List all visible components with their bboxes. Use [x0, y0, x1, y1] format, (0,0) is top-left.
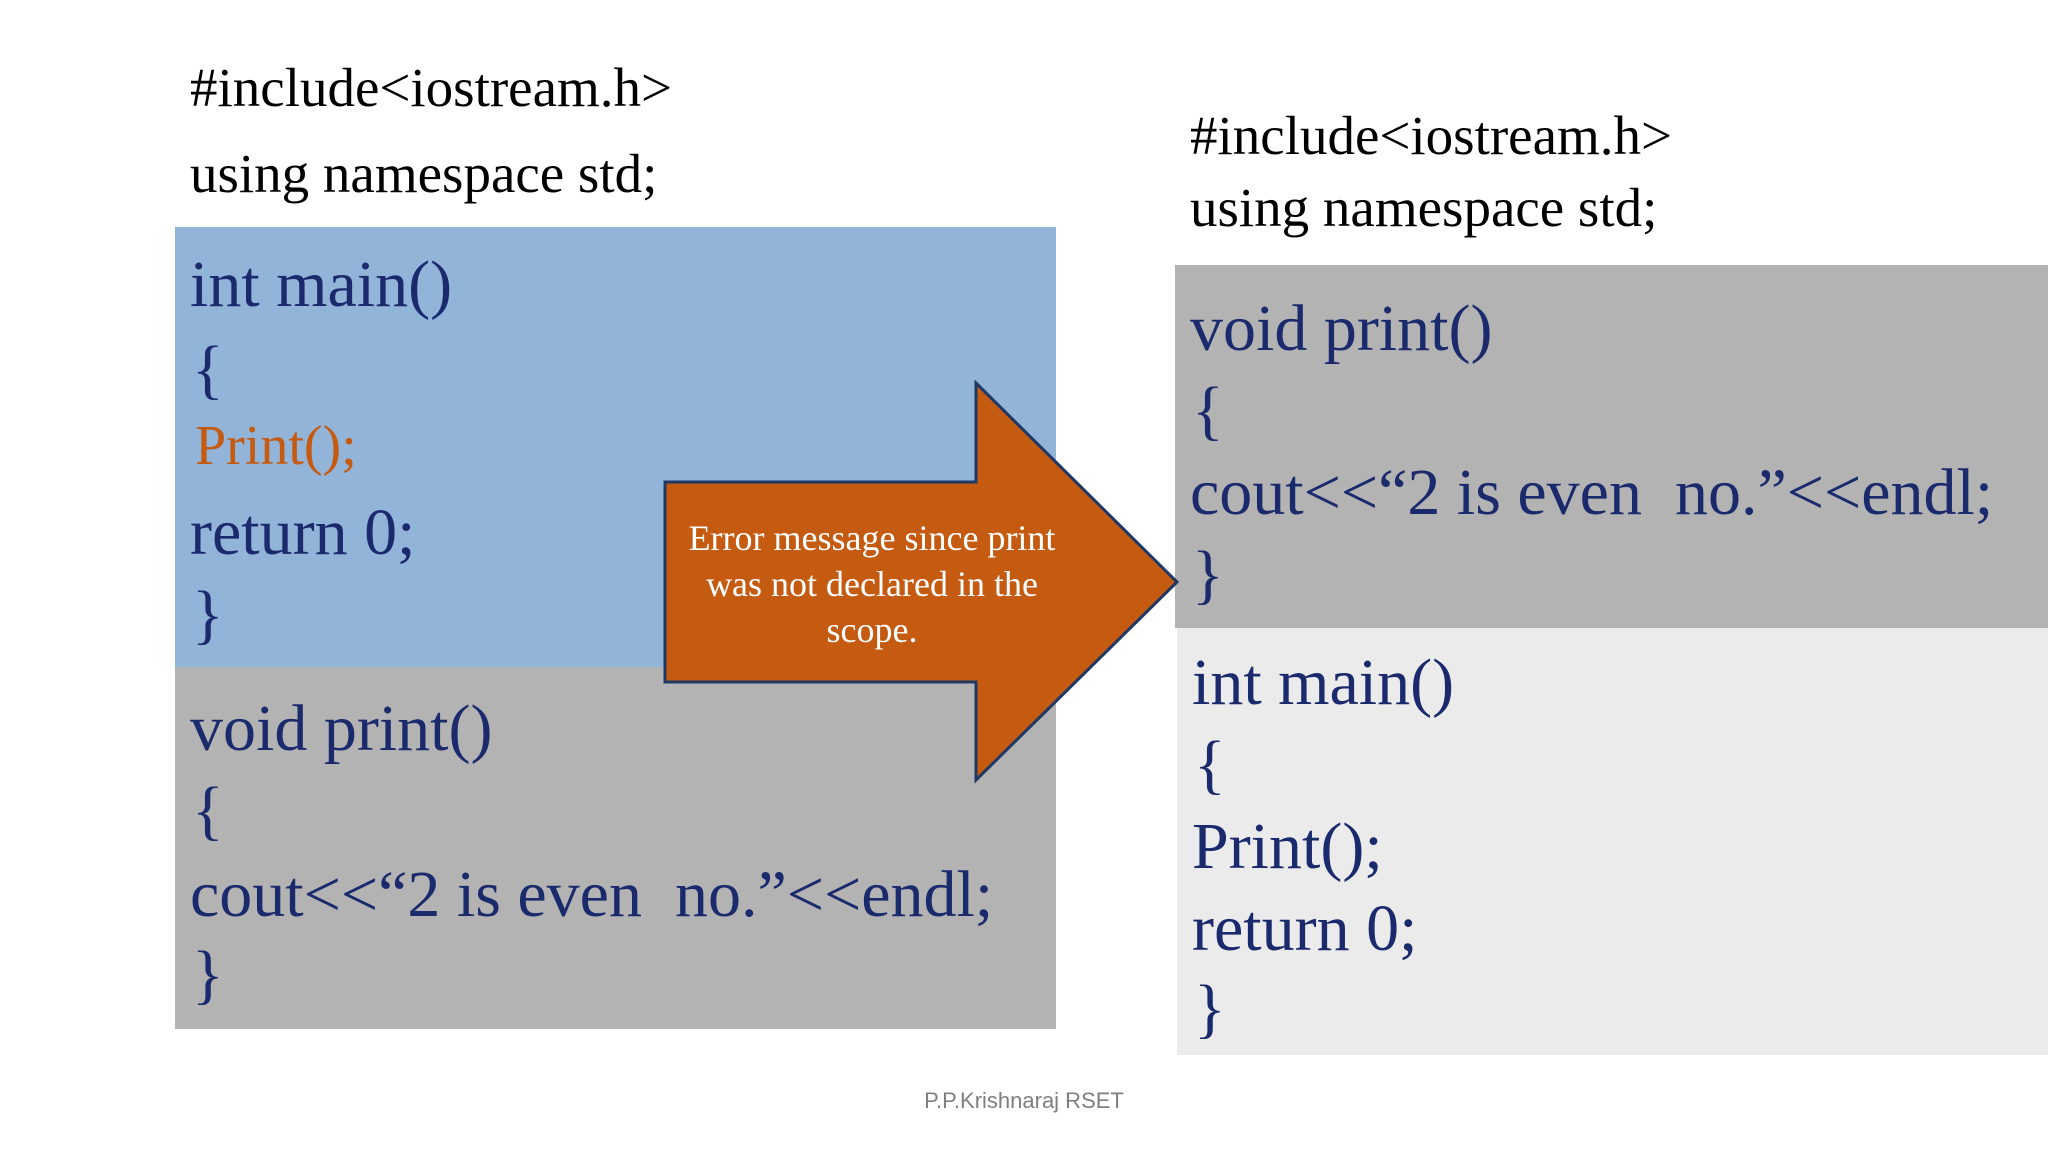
left-print-statement: cout<<“2 is even no.”<<endl;: [190, 858, 994, 931]
right-namespace-line: using namespace std;: [1190, 177, 1658, 238]
right-print-statement: cout<<“2 is even no.”<<endl;: [1190, 456, 1994, 529]
left-print-call-error: Print();: [195, 415, 357, 477]
right-print-open-brace: {: [1192, 374, 1224, 447]
arrow-shape: [663, 380, 1180, 784]
right-main-open-brace: {: [1194, 728, 1226, 801]
left-include-line: #include<iostream.h>: [190, 57, 673, 118]
left-print-close-brace: }: [192, 938, 224, 1011]
left-main-close-brace: }: [192, 578, 224, 651]
left-main-return: return 0;: [190, 496, 416, 569]
right-main-signature: int main(): [1192, 646, 1455, 719]
right-print-close-brace: }: [1192, 538, 1224, 611]
footer-author: P.P.Krishnaraj RSET: [924, 1088, 1124, 1113]
right-main-close-brace: }: [1194, 972, 1226, 1045]
right-main-return: return 0;: [1192, 892, 1418, 965]
right-print-signature: void print(): [1190, 292, 1493, 365]
left-namespace-line: using namespace std;: [190, 143, 658, 204]
right-include-line: #include<iostream.h>: [1190, 105, 1673, 166]
left-print-signature: void print(): [190, 692, 493, 765]
left-print-block: [175, 667, 1056, 1029]
right-print-call: Print();: [1192, 810, 1383, 883]
right-print-block: [1175, 265, 2048, 628]
right-arrow-callout: [663, 380, 1180, 784]
callout-text: Error message since print was not declar…: [688, 518, 1056, 650]
left-main-signature: int main(): [190, 248, 453, 321]
left-main-open-brace: {: [192, 333, 224, 406]
right-main-block: [1177, 628, 2048, 1055]
left-print-open-brace: {: [192, 774, 224, 847]
